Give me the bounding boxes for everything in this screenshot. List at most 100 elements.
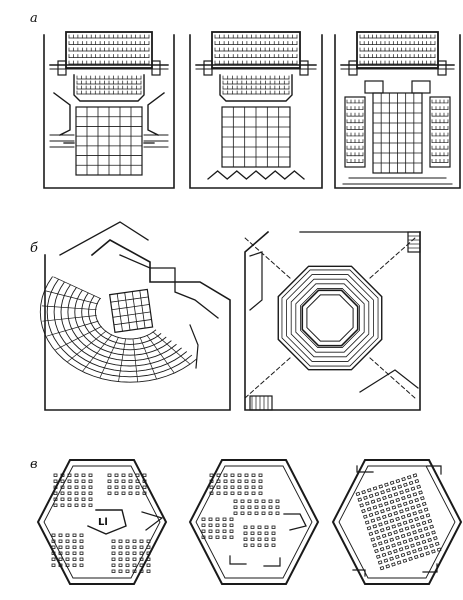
- outer-seating-ring: [277, 265, 383, 371]
- tier-seat-row: [214, 54, 298, 58]
- seat-row: [431, 106, 449, 110]
- seat: [65, 533, 70, 537]
- portal-seat-row: [222, 80, 290, 85]
- seat: [250, 543, 255, 547]
- grid-line: [113, 319, 152, 326]
- seat: [396, 560, 402, 565]
- seat: [381, 514, 387, 520]
- seat: [387, 512, 393, 518]
- corner-mark: [422, 563, 438, 573]
- seat-block-border: [429, 96, 451, 168]
- seat: [135, 479, 140, 483]
- outer-wall: [334, 34, 461, 189]
- seat: [434, 541, 440, 547]
- seat: [378, 503, 383, 508]
- seat: [400, 533, 406, 539]
- seat: [132, 557, 137, 561]
- seat: [135, 491, 140, 495]
- seat: [421, 539, 427, 545]
- seat: [53, 473, 58, 477]
- seat: [372, 505, 378, 510]
- seat: [111, 563, 116, 567]
- seat: [425, 532, 431, 537]
- hexagon-outer-wall: [36, 459, 168, 585]
- seat: [51, 551, 56, 555]
- portal-steps: [219, 74, 293, 102]
- seat: [391, 486, 397, 491]
- seat: [222, 523, 227, 527]
- seat-divider: [152, 331, 190, 365]
- seat: [222, 529, 227, 533]
- seat: [230, 491, 235, 495]
- grid-line: [116, 293, 123, 332]
- seat: [132, 563, 137, 567]
- seat: [378, 522, 383, 527]
- seat: [118, 539, 123, 543]
- seat: [125, 569, 130, 573]
- hexagon-inner-wall: [338, 465, 456, 579]
- grid-line: [110, 296, 149, 303]
- seat: [146, 551, 151, 555]
- seat: [121, 491, 126, 495]
- radial-aisle: [244, 237, 291, 279]
- hexagon-plan-1: [36, 459, 168, 585]
- corner-wall: [263, 557, 281, 567]
- seat: [247, 511, 252, 515]
- seat-cluster: [233, 499, 280, 515]
- seat: [271, 531, 276, 535]
- seat: [215, 529, 220, 533]
- seat-row: [346, 126, 364, 130]
- seat: [60, 485, 65, 489]
- seat: [254, 499, 259, 503]
- seat: [229, 535, 234, 539]
- seat: [419, 515, 425, 520]
- seat: [81, 479, 86, 483]
- seat: [412, 549, 417, 554]
- seat: [209, 473, 214, 477]
- seat: [79, 539, 84, 543]
- row-c-hexagon-plans: [36, 459, 463, 585]
- central-stage: [301, 289, 359, 347]
- corner-stage-grid: [108, 288, 154, 333]
- seat-divider: [55, 326, 102, 351]
- seat: [65, 539, 70, 543]
- seat: [384, 482, 389, 487]
- tier-seat-row: [214, 47, 298, 52]
- corner-wall: [229, 555, 247, 565]
- tier-seat-row: [68, 34, 150, 39]
- seat: [418, 490, 423, 495]
- seat: [81, 473, 86, 477]
- fan-seat-row: [53, 281, 188, 372]
- seat: [142, 473, 147, 477]
- seat: [139, 551, 144, 555]
- seat: [125, 545, 130, 549]
- seat-row: [431, 132, 449, 137]
- stage-tier-box: [356, 31, 439, 69]
- seat: [402, 558, 408, 563]
- seat: [393, 549, 398, 554]
- seat: [121, 485, 126, 489]
- seat: [53, 497, 58, 501]
- seat: [135, 485, 140, 489]
- seat: [383, 539, 389, 544]
- seat: [382, 495, 387, 501]
- seat-divider: [82, 334, 113, 372]
- seat: [53, 485, 58, 489]
- seat: [275, 511, 280, 515]
- top-wall: [59, 221, 149, 256]
- seat-divider: [118, 338, 126, 382]
- seat: [418, 509, 423, 514]
- seat: [389, 537, 395, 542]
- seat: [223, 473, 228, 477]
- seat-divider: [41, 305, 97, 311]
- seat: [355, 491, 361, 497]
- seat: [391, 524, 397, 529]
- seat: [427, 537, 432, 543]
- seat: [72, 557, 77, 561]
- seat: [230, 473, 235, 477]
- seat: [366, 507, 372, 512]
- seat: [402, 539, 408, 544]
- seat: [383, 520, 389, 525]
- seat: [146, 539, 151, 543]
- seat: [79, 557, 84, 561]
